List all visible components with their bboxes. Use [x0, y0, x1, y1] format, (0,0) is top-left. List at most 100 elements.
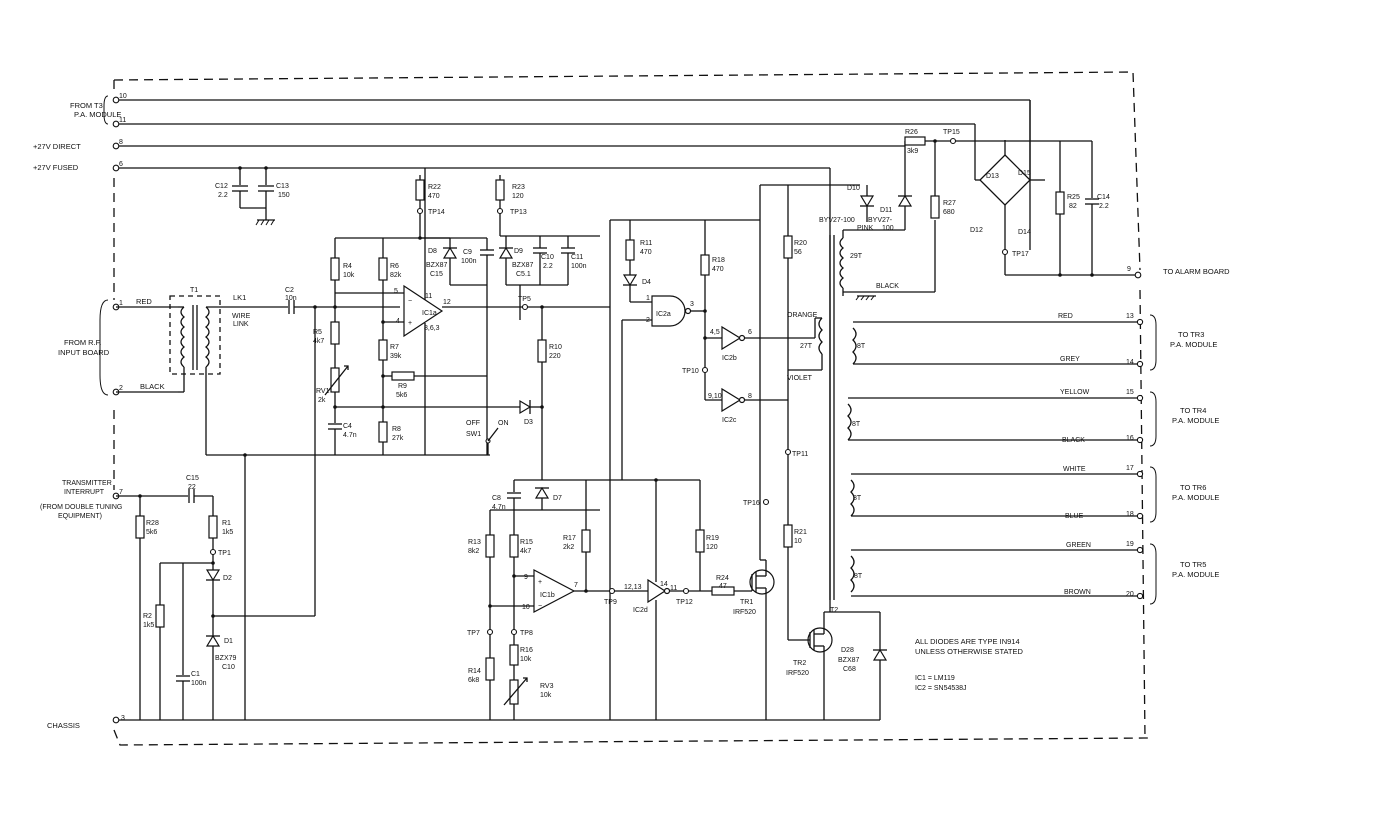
board-outline	[113, 71, 1149, 746]
d10-type: BYV27-100	[819, 217, 855, 224]
chassis-label: CHASSIS	[47, 721, 80, 730]
tx-int-label-2: INTERRUPT	[64, 489, 105, 496]
pin-20: 20	[1126, 591, 1134, 598]
ic2d-pin11: 11	[670, 585, 677, 592]
r8-ref: R8	[392, 426, 401, 433]
r20-val: 56	[794, 249, 802, 256]
r11-val: 470	[640, 249, 652, 256]
ic1a-section: R4 10k R5 4k7 RV1 2k C4 4.7n R6 82k R7 3…	[206, 168, 610, 456]
c14-ref: C14	[1097, 194, 1110, 201]
rv1-val: 2k	[318, 397, 326, 404]
d15-ref: D15	[1018, 170, 1031, 177]
r25-val: 82	[1069, 203, 1077, 210]
d10	[859, 195, 875, 208]
r11-ref: R11	[640, 240, 652, 247]
tr3-grey: GREY	[1060, 356, 1080, 363]
d4-ref: D4	[642, 279, 651, 286]
c12-ref: C12	[215, 183, 228, 190]
d10-color: PINK	[857, 225, 874, 232]
ic2a-symbol	[651, 295, 686, 327]
r14	[485, 657, 495, 681]
t2-ref: T2	[830, 607, 838, 614]
d3-ref: D3	[524, 419, 533, 426]
d2-ref: D2	[223, 575, 232, 582]
c12-c13: C12 2.2 C13 150	[215, 166, 290, 226]
tr4-label-1: TO TR4	[1180, 406, 1206, 415]
r11	[625, 239, 635, 261]
d11-type: BYV27-	[868, 217, 893, 224]
tr2-ref: TR2	[793, 660, 806, 667]
svg-text:+: +	[538, 579, 542, 586]
ic1a-ref: IC1a	[422, 310, 437, 317]
pin-1: 1	[119, 300, 123, 307]
d8-volt: C15	[430, 271, 443, 278]
pin-19: 19	[1126, 541, 1134, 548]
t2-27t-winding	[818, 317, 823, 355]
r16-ref: R16	[520, 647, 533, 654]
r23-ref: R23	[512, 184, 525, 191]
d11-val: 100	[882, 225, 894, 232]
d7	[534, 486, 550, 499]
r28-val: 5k6	[146, 529, 157, 536]
pin-17: 17	[1126, 465, 1134, 472]
c1-val: 100n	[191, 680, 207, 687]
note-diodes-1: ALL DIODES ARE TYPE IN914	[915, 637, 1020, 646]
d3	[519, 399, 532, 415]
tr4-8t: 8T	[852, 421, 861, 428]
r4-ref: R4	[343, 263, 352, 270]
r24-ref: R24	[716, 575, 729, 582]
tp15: TP15	[943, 129, 960, 136]
r13-val: 8k2	[468, 548, 479, 555]
c10-ref: C10	[541, 254, 554, 261]
t1-screen	[169, 295, 221, 375]
p27-fused-label: +27V FUSED	[33, 163, 79, 172]
r25-ref: R25	[1067, 194, 1080, 201]
tr3-8t: 8T	[857, 343, 866, 350]
ic1b-pin7: 7	[574, 582, 578, 589]
ic2c-symbol	[721, 387, 742, 413]
t2-29t: 29T	[850, 253, 863, 260]
ic2d-symbol	[647, 578, 667, 604]
d11	[897, 194, 913, 207]
t1-primary	[180, 306, 186, 368]
r27	[930, 195, 940, 219]
t2-27t: 27T	[800, 343, 813, 350]
c9-val: 100n	[461, 258, 477, 265]
tr5-brown: BROWN	[1064, 589, 1091, 596]
r9-ref: R9	[398, 383, 407, 390]
r9-val: 5k6	[396, 392, 407, 399]
tp7: TP7	[467, 630, 480, 637]
r16	[509, 644, 519, 666]
sw1-on: ON	[498, 420, 509, 427]
c1-ref: C1	[191, 671, 200, 678]
red-wire-label: RED	[136, 297, 152, 306]
tp17: TP17	[1012, 251, 1029, 258]
pin-15: 15	[1126, 389, 1134, 396]
note-diodes-2: UNLESS OTHERWISE STATED	[915, 647, 1024, 656]
ic2d-ref: IC2d	[633, 607, 648, 614]
c13-val: 150	[278, 192, 290, 199]
r20	[783, 235, 793, 259]
rv1-ref: RV1	[316, 388, 330, 395]
bridge-outline	[979, 154, 1031, 206]
c11-val: 100n	[571, 263, 587, 270]
ic1a-pin5: 5	[394, 288, 398, 295]
ic2a-pin1: 1	[646, 295, 650, 302]
pin-18: 18	[1126, 511, 1134, 518]
tp1: TP1	[218, 550, 231, 557]
r7	[378, 339, 388, 361]
t2-primary-section: D10 BYV27-100 PINK D11 BYV27- 100 29T BL…	[770, 100, 1230, 614]
r1-ref: R1	[222, 520, 231, 527]
tr1-ref: TR1	[740, 599, 753, 606]
d8-ref: D8	[428, 248, 437, 255]
tr6-label-1: TO TR6	[1180, 483, 1206, 492]
tp12: TP12	[676, 599, 693, 606]
tx-interrupt-section: C15 22 R28 5k6 R1 1k5 TP1 D2 D1 BZX79 C1…	[116, 305, 317, 720]
tr5-8t: 8T	[854, 573, 863, 580]
r6-ref: R6	[390, 263, 399, 270]
c2-ref: C2	[285, 287, 294, 294]
lk1-desc-1: WIRE	[232, 313, 251, 320]
r14-val: 6k8	[468, 677, 479, 684]
r10	[537, 339, 547, 363]
d9-type: BZX87	[512, 262, 534, 269]
